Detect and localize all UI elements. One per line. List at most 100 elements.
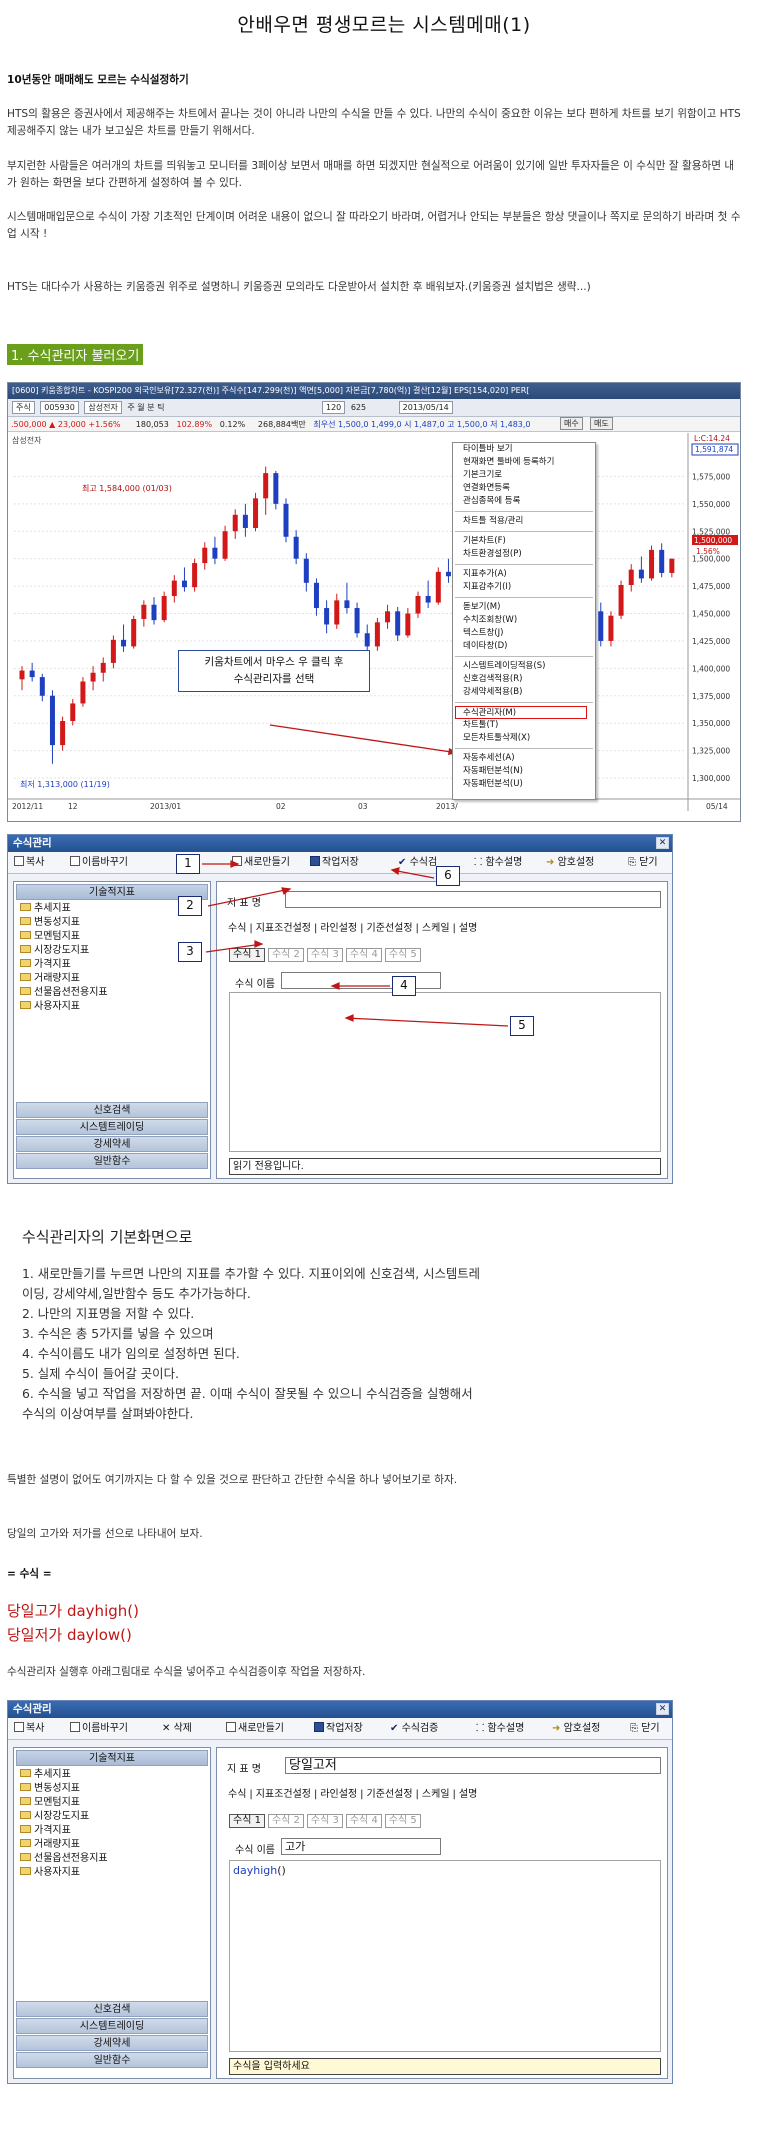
verify-button[interactable]: ✔ 수식검 (398, 857, 438, 868)
signal-search-button[interactable]: 신호검색 (16, 1102, 208, 1118)
formula-tab-2[interactable]: 수식 2 (267, 1814, 304, 1828)
delete-button[interactable]: ✕ 삭제 (162, 1723, 192, 1734)
context-menu-item[interactable]: 차트환경설정(P) (463, 549, 522, 559)
context-menu-item[interactable]: 차트툴(T) (463, 720, 499, 730)
context-menu-item[interactable]: 신호검색적용(R) (463, 674, 523, 684)
formula-editor[interactable]: dayhigh() (229, 1860, 661, 2052)
context-menu-item[interactable]: 연결화면등록 (463, 483, 510, 493)
system-trading-button[interactable]: 시스템트레이딩 (16, 1119, 208, 1135)
tree-item[interactable]: 거래량지표 (14, 1838, 210, 1852)
formula-tab-3[interactable]: 수식 3 (306, 948, 343, 962)
context-menu-item[interactable]: 돋보기(M) (463, 602, 501, 612)
rename-button[interactable]: 이름바꾸기 (70, 852, 128, 874)
tab-formula[interactable]: 수식 (228, 1789, 247, 1800)
tree-item[interactable]: 모멘텀지표 (14, 1796, 210, 1810)
tree-item[interactable]: 추세지표 (14, 1768, 210, 1782)
strength-button[interactable]: 강세약세 (16, 2035, 208, 2051)
formula-name-input[interactable]: 고가 (281, 1838, 441, 1855)
indicator-name-input[interactable] (285, 891, 661, 908)
tab-line[interactable]: 라인설정 (320, 1789, 358, 1800)
tree-item[interactable]: 모멘텀지표 (14, 930, 210, 944)
close-icon[interactable]: ✕ (656, 1703, 669, 1715)
formula-tab-2[interactable]: 수식 2 (267, 948, 304, 962)
formula-tab-4[interactable]: 수식 4 (345, 1814, 382, 1828)
stock-code-input[interactable]: 005930 (40, 401, 79, 414)
tree-item[interactable]: 사용자지표 (14, 1000, 210, 1014)
context-menu-item[interactable]: 기본차트(F) (463, 536, 506, 546)
context-menu-item[interactable]: 수치조회창(W) (463, 615, 518, 625)
context-menu-item[interactable]: 수식관리자(M) (455, 706, 587, 719)
fw1-tech-indicator-header[interactable]: 기술적지표 (16, 884, 208, 900)
close-icon[interactable]: ✕ (656, 837, 669, 849)
context-menu-item[interactable]: 현재화면 툴바에 등록하기 (463, 457, 555, 467)
context-menu-item[interactable]: 강세약세적용(B) (463, 687, 523, 697)
general-function-button[interactable]: 일반함수 (16, 1153, 208, 1169)
tab-condition[interactable]: 지표조건설정 (255, 923, 311, 934)
context-menu-item[interactable]: 지표감추기(I) (463, 582, 512, 592)
market-select[interactable]: 주식 (12, 401, 35, 414)
function-help-button[interactable]: ⸬ 함수설명 (476, 1723, 525, 1734)
tree-item[interactable]: 사용자지표 (14, 1866, 210, 1880)
formula-tab-1[interactable]: 수식 1 (229, 1814, 265, 1828)
context-menu-item[interactable]: 차트틀 적용/관리 (463, 516, 524, 526)
context-menu-item[interactable]: 자동패턴분석(U) (463, 779, 523, 789)
tree-item[interactable]: 가격지표 (14, 958, 210, 972)
tree-item[interactable]: 추세지표 (14, 902, 210, 916)
save-button[interactable]: 작업저장 (310, 852, 359, 874)
save-button[interactable]: 작업저장 (314, 1718, 363, 1740)
close-button[interactable]: ⎘ 닫기 (628, 857, 658, 868)
formula-editor[interactable] (229, 992, 661, 1152)
context-menu-item[interactable]: 자동패턴분석(N) (463, 766, 523, 776)
fw2-tech-indicator-header[interactable]: 기술적지표 (16, 1750, 208, 1766)
password-button[interactable]: ➜ 암호설정 (552, 1723, 601, 1734)
tab-description[interactable]: 설명 (458, 1789, 478, 1800)
context-menu-item[interactable]: 지표추가(A) (463, 569, 507, 579)
tab-scale[interactable]: 스케일 (421, 923, 450, 934)
formula-tab-5[interactable]: 수식 5 (384, 948, 421, 962)
context-menu-item[interactable]: 자동추세선(A) (463, 753, 515, 763)
period-buttons[interactable]: 주 월 분 틱 (127, 403, 167, 412)
tab-baseline[interactable]: 기준선설정 (366, 923, 413, 934)
tree-item[interactable]: 시장강도지표 (14, 944, 210, 958)
count-input[interactable]: 120 (322, 401, 346, 414)
context-menu-item[interactable]: 기본크기로 (463, 470, 503, 480)
context-menu-item[interactable]: 데이타창(D) (463, 641, 508, 651)
rename-button[interactable]: 이름바꾸기 (70, 1718, 128, 1740)
context-menu-item[interactable]: 관심종목에 등록 (463, 496, 521, 506)
context-menu-item[interactable]: 시스템트레이딩적용(S) (463, 661, 546, 671)
formula-tab-5[interactable]: 수식 5 (384, 1814, 421, 1828)
function-help-button[interactable]: ⸬ 함수설명 (474, 857, 523, 868)
sell-button[interactable]: 매도 (590, 417, 613, 430)
signal-search-button[interactable]: 신호검색 (16, 2001, 208, 2017)
tab-baseline[interactable]: 기준선설정 (366, 1789, 413, 1800)
context-menu-item[interactable]: 타이틀바 보기 (463, 444, 513, 454)
tree-item[interactable]: 변동성지표 (14, 916, 210, 930)
tree-item[interactable]: 시장강도지표 (14, 1810, 210, 1824)
close-button[interactable]: ⎘ 닫기 (630, 1723, 660, 1734)
tree-item[interactable]: 가격지표 (14, 1824, 210, 1838)
context-menu-item[interactable]: 모든차트툴삭제(X) (463, 733, 531, 743)
tab-description[interactable]: 설명 (458, 923, 478, 934)
tab-formula[interactable]: 수식 (228, 923, 247, 934)
tab-line[interactable]: 라인설정 (320, 923, 358, 934)
context-menu-item[interactable]: 텍스트창(J) (463, 628, 504, 638)
formula-tab-1[interactable]: 수식 1 (229, 948, 265, 962)
stock-name-field[interactable]: 삼성전자 (84, 401, 122, 414)
strength-button[interactable]: 강세약세 (16, 1136, 208, 1152)
formula-tab-3[interactable]: 수식 3 (306, 1814, 343, 1828)
indicator-name-input[interactable]: 당일고저 (285, 1757, 661, 1774)
candlestick-chart[interactable]: 1,575,0001,550,0001,525,0001,500,0001,47… (8, 433, 740, 811)
tree-item[interactable]: 변동성지표 (14, 1782, 210, 1796)
password-button[interactable]: ➜ 암호설정 (546, 857, 595, 868)
system-trading-button[interactable]: 시스템트레이딩 (16, 2018, 208, 2034)
copy-button[interactable]: 복사 (14, 1718, 44, 1740)
tree-item[interactable]: 선물옵션전용지표 (14, 1852, 210, 1866)
tab-scale[interactable]: 스케일 (421, 1789, 450, 1800)
new-button[interactable]: 새로만들기 (226, 1718, 284, 1740)
buy-button[interactable]: 매수 (560, 417, 583, 430)
tab-condition[interactable]: 지표조건설정 (255, 1789, 311, 1800)
verify-button[interactable]: ✔ 수식검증 (390, 1723, 439, 1734)
date-input[interactable]: 2013/05/14 (398, 401, 453, 414)
formula-tab-4[interactable]: 수식 4 (345, 948, 382, 962)
